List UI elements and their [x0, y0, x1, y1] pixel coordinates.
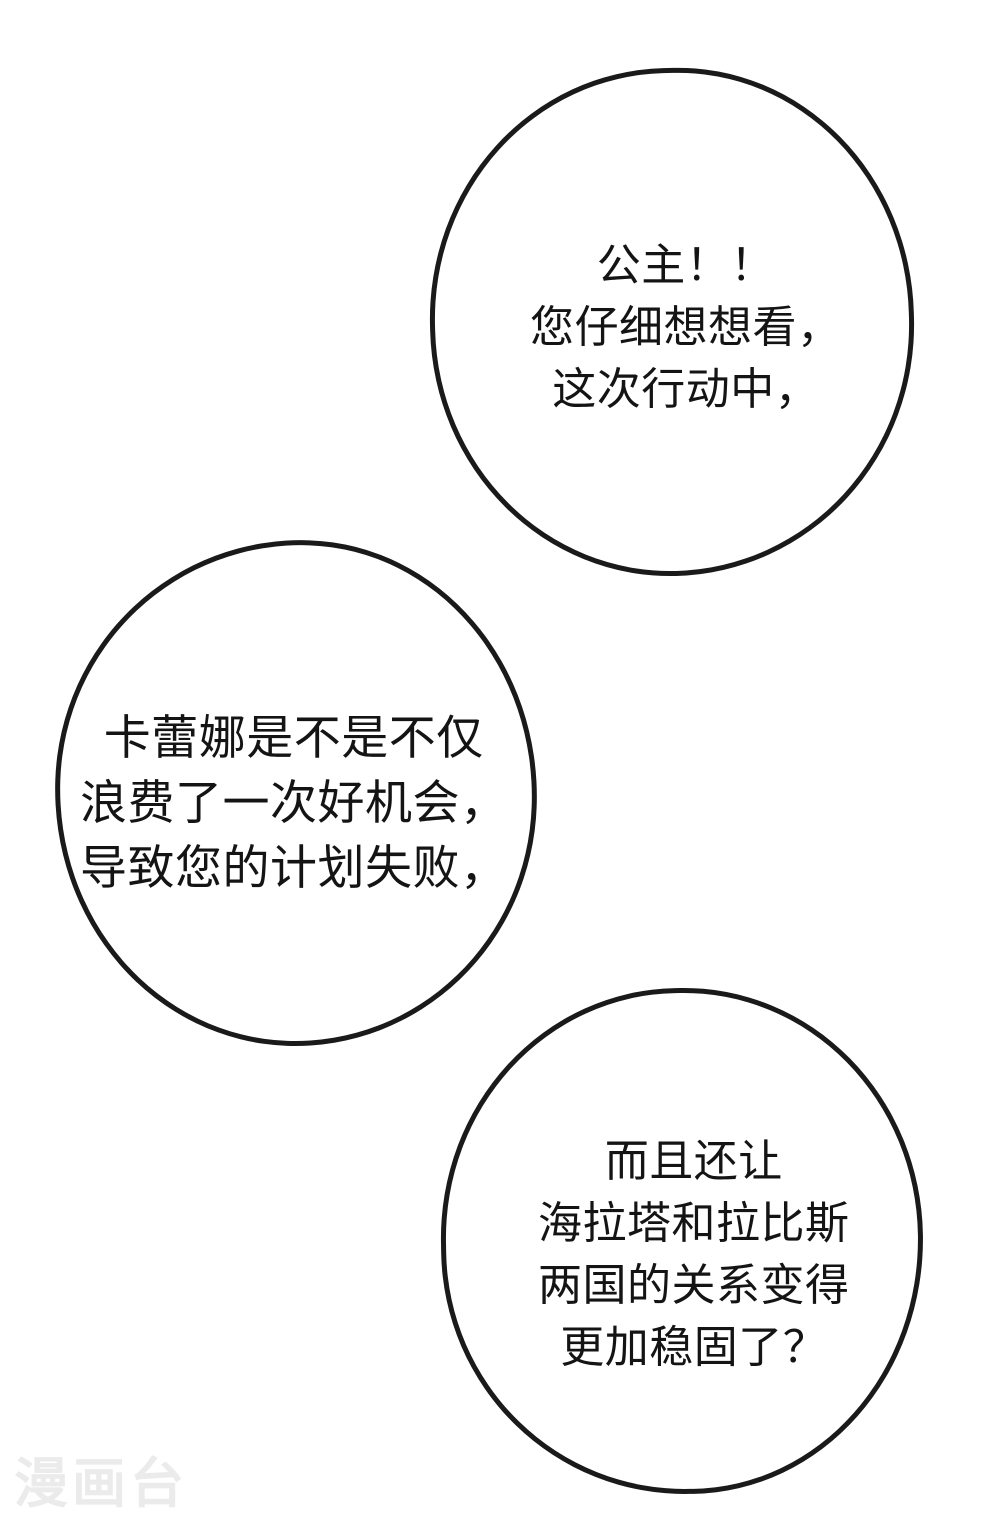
site-watermark: 漫画台 [14, 1454, 188, 1514]
speech-bubble-3-text: 而且还让 海拉塔和拉比斯 两国的关系变得 更加稳固了？ [538, 1137, 850, 1372]
speech-bubble-3: 而且还让 海拉塔和拉比斯 两国的关系变得 更加稳固了？ [436, 983, 928, 1499]
speech-bubble-1-text: 公主！！ 您仔细想想看， 这次行动中， [530, 241, 842, 414]
speech-bubble-1: 公主！！ 您仔细想想看， 这次行动中， [423, 61, 921, 583]
speech-bubble-2-text: 卡蕾娜是不是不仅 浪费了一次好机会， 导致您的计划失败， [80, 710, 508, 894]
speech-bubble-2: 卡蕾娜是不是不仅 浪费了一次好机会， 导致您的计划失败， [46, 531, 546, 1055]
